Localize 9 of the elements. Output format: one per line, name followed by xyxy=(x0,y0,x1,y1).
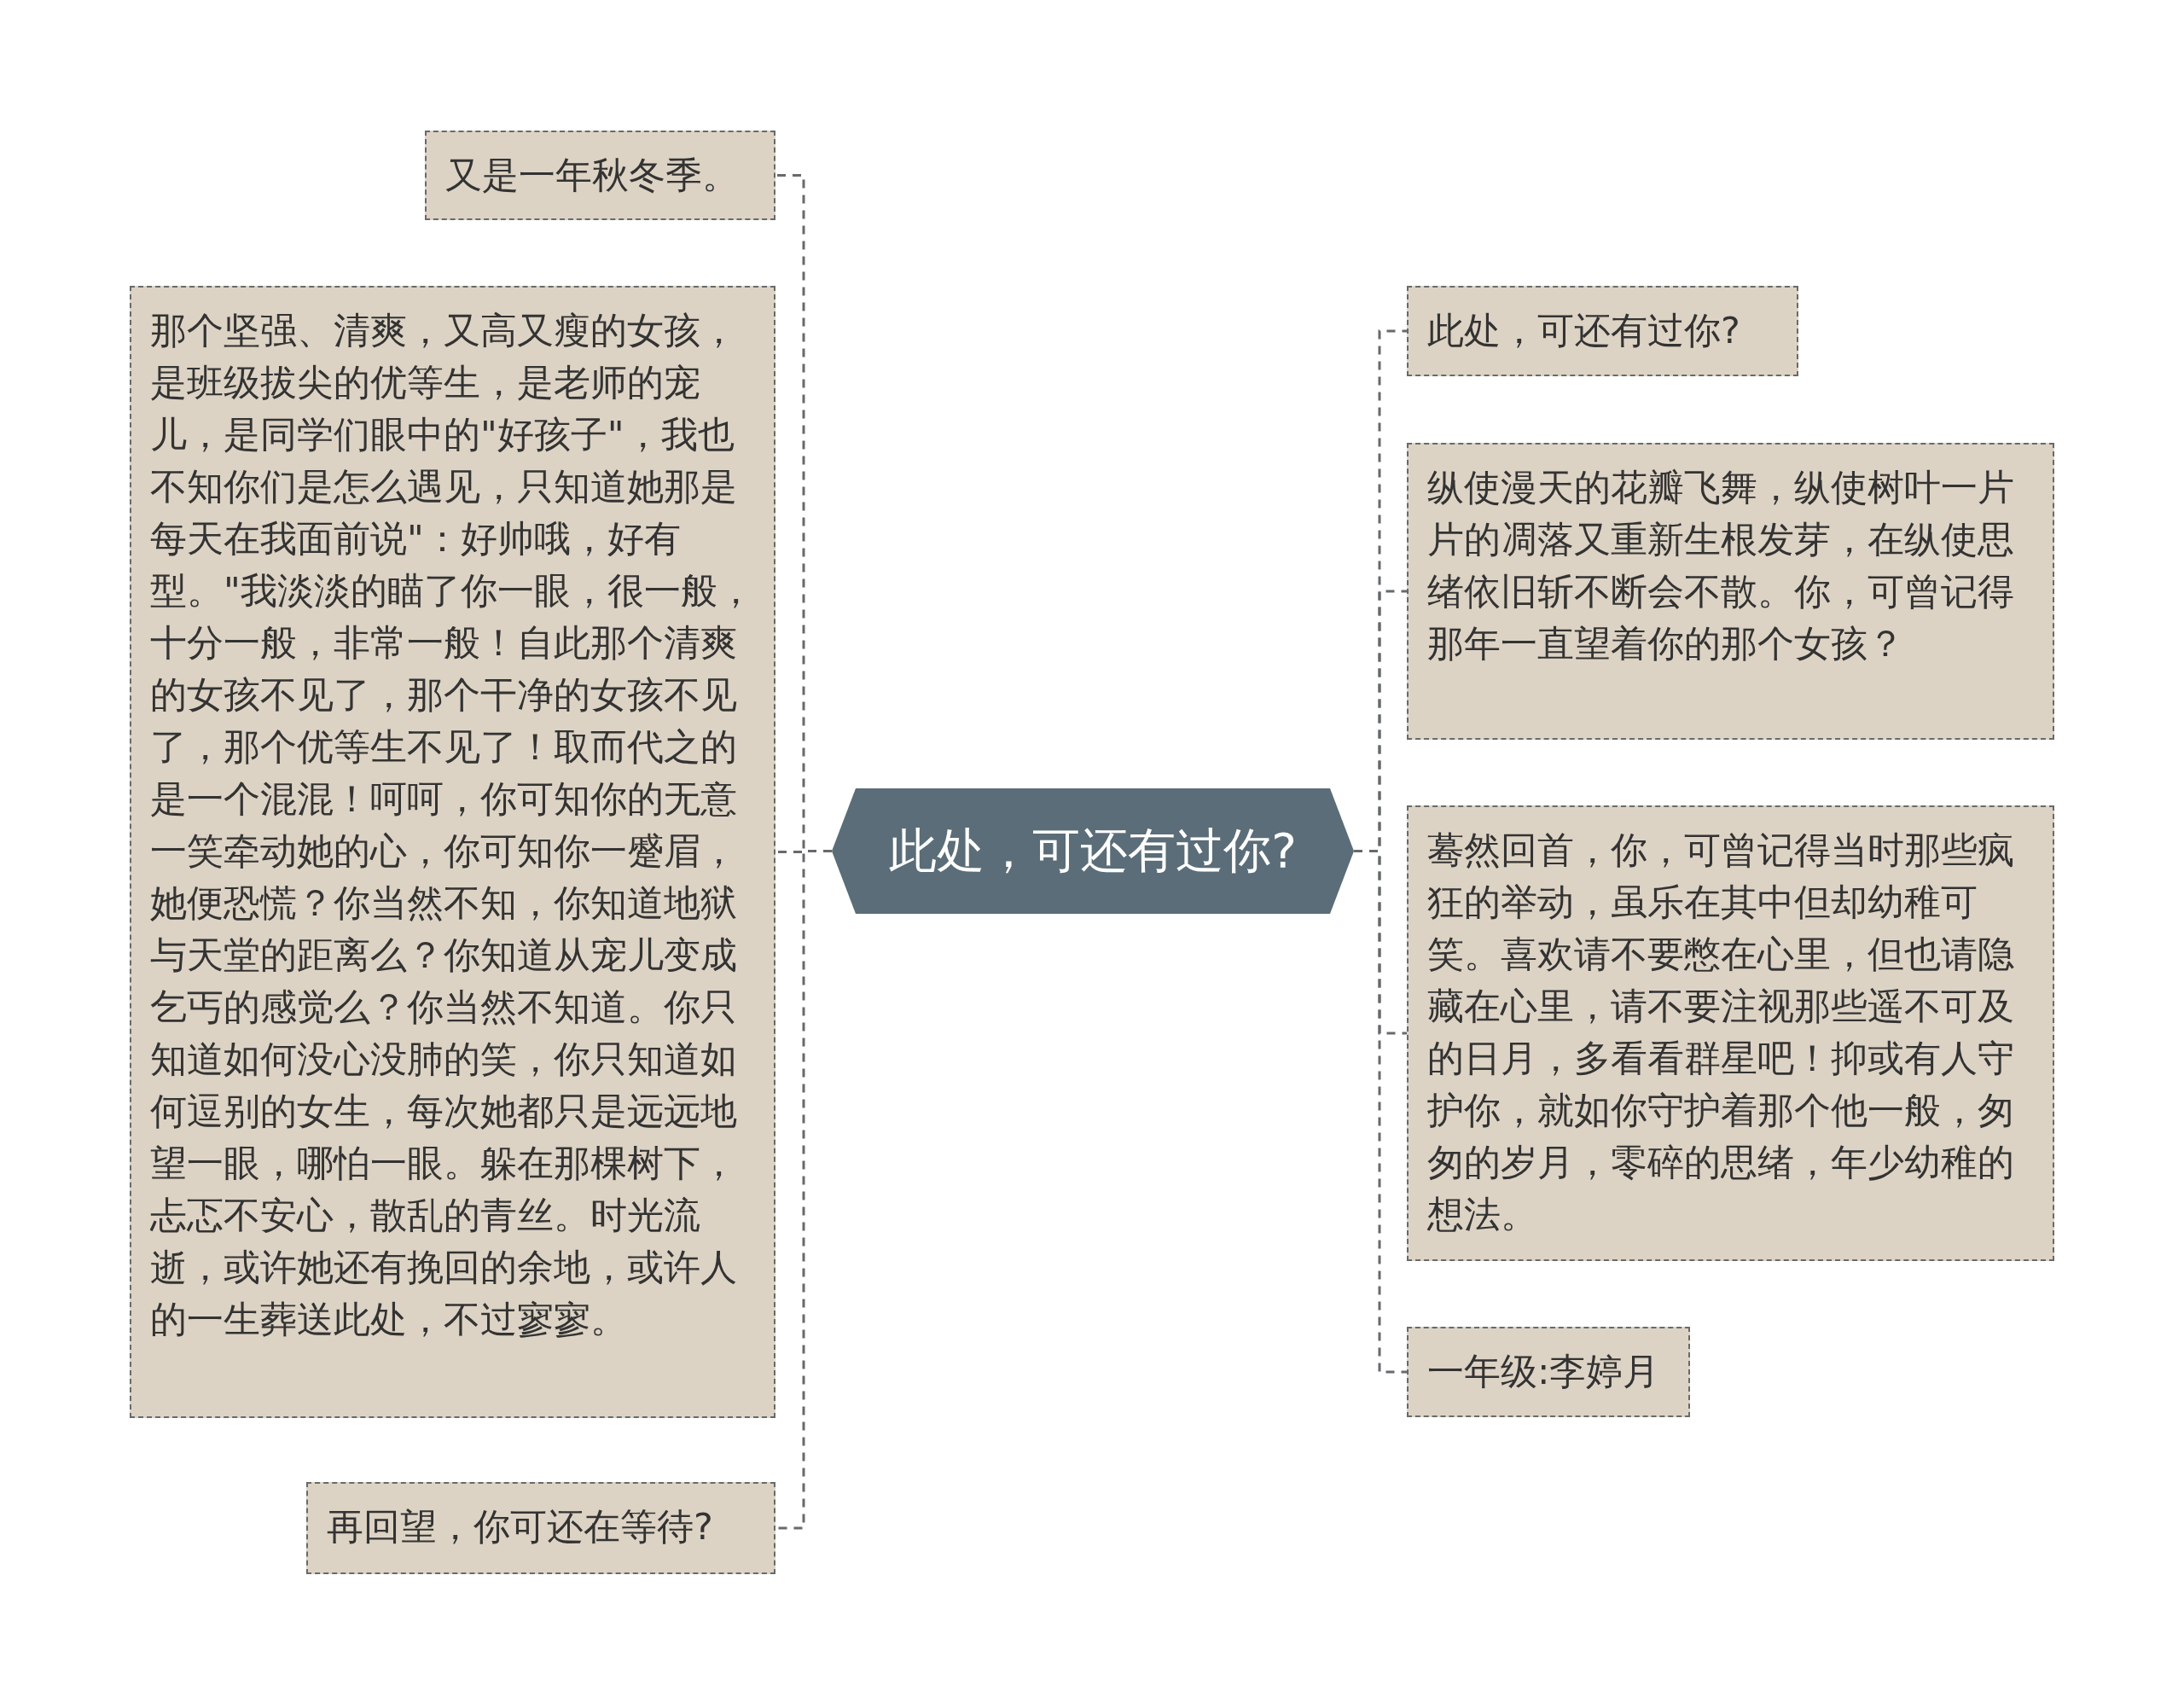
topic-box: 再回望，你可还在等待? xyxy=(306,1482,775,1574)
hexagon-node xyxy=(832,788,1354,914)
topic-box: 纵使漫天的花瓣飞舞，纵使树叶一片片的凋落又重新生根发芽，在纵使思绪依旧斩不断会不散。你，可曾记得那年一直望着你的那个女孩？ xyxy=(1407,443,2054,740)
topic-box: 蓦然回首，你，可曾记得当时那些疯狂的举动，虽乐在其中但却幼稚可笑。喜欢请不要憋在心里，但也请隐藏在心里，请不要注视那些遥不可及的日月，多看看群星吧！抑或有人守护你，就如你守护着那个他一般，匆匆的岁月，零碎的思绪，年少幼稚的想法。 xyxy=(1407,805,2054,1261)
topic-box: 那个坚强、清爽，又高又瘦的女孩，是班级拔尖的优等生，是老师的宠儿，是同学们眼中的"好孩子"，我也不知你们是怎么遇见，只知道她那是每天在我面前说"：好帅哦，好有型。"我淡淡的瞄了你一眼，很一般，十分一般，非常一般！自此那个清爽的女孩不见了，那个干净的女孩不见了，那个优等生不见了！取而代之的是一个混混！呵呵，你可知你的无意一笑牵动她的心，你可知你一蹙眉，她便恐慌？你当然不知，你知道地狱与天堂的距离么？你知道从宠儿变成乞丐的感觉么？你当然不知道。你只知道如何没心没肺的笑，你只知道如何逗别的女生，每次她都只是远远地望一眼，哪怕一眼。躲在那棵树下，忐忑不安心，散乱的青丝。时光流逝，或许她还有挽回的余地，或许人的一生葬送此处，不过寥寥。 xyxy=(130,286,775,1418)
topic-box: 又是一年秋冬季。 xyxy=(425,131,775,220)
topic-box: 一年级:李婷月 xyxy=(1407,1327,1690,1417)
topic-text: 此处，可还有过你? xyxy=(889,821,1297,880)
topic-box: 此处，可还有过你? xyxy=(1407,286,1798,376)
